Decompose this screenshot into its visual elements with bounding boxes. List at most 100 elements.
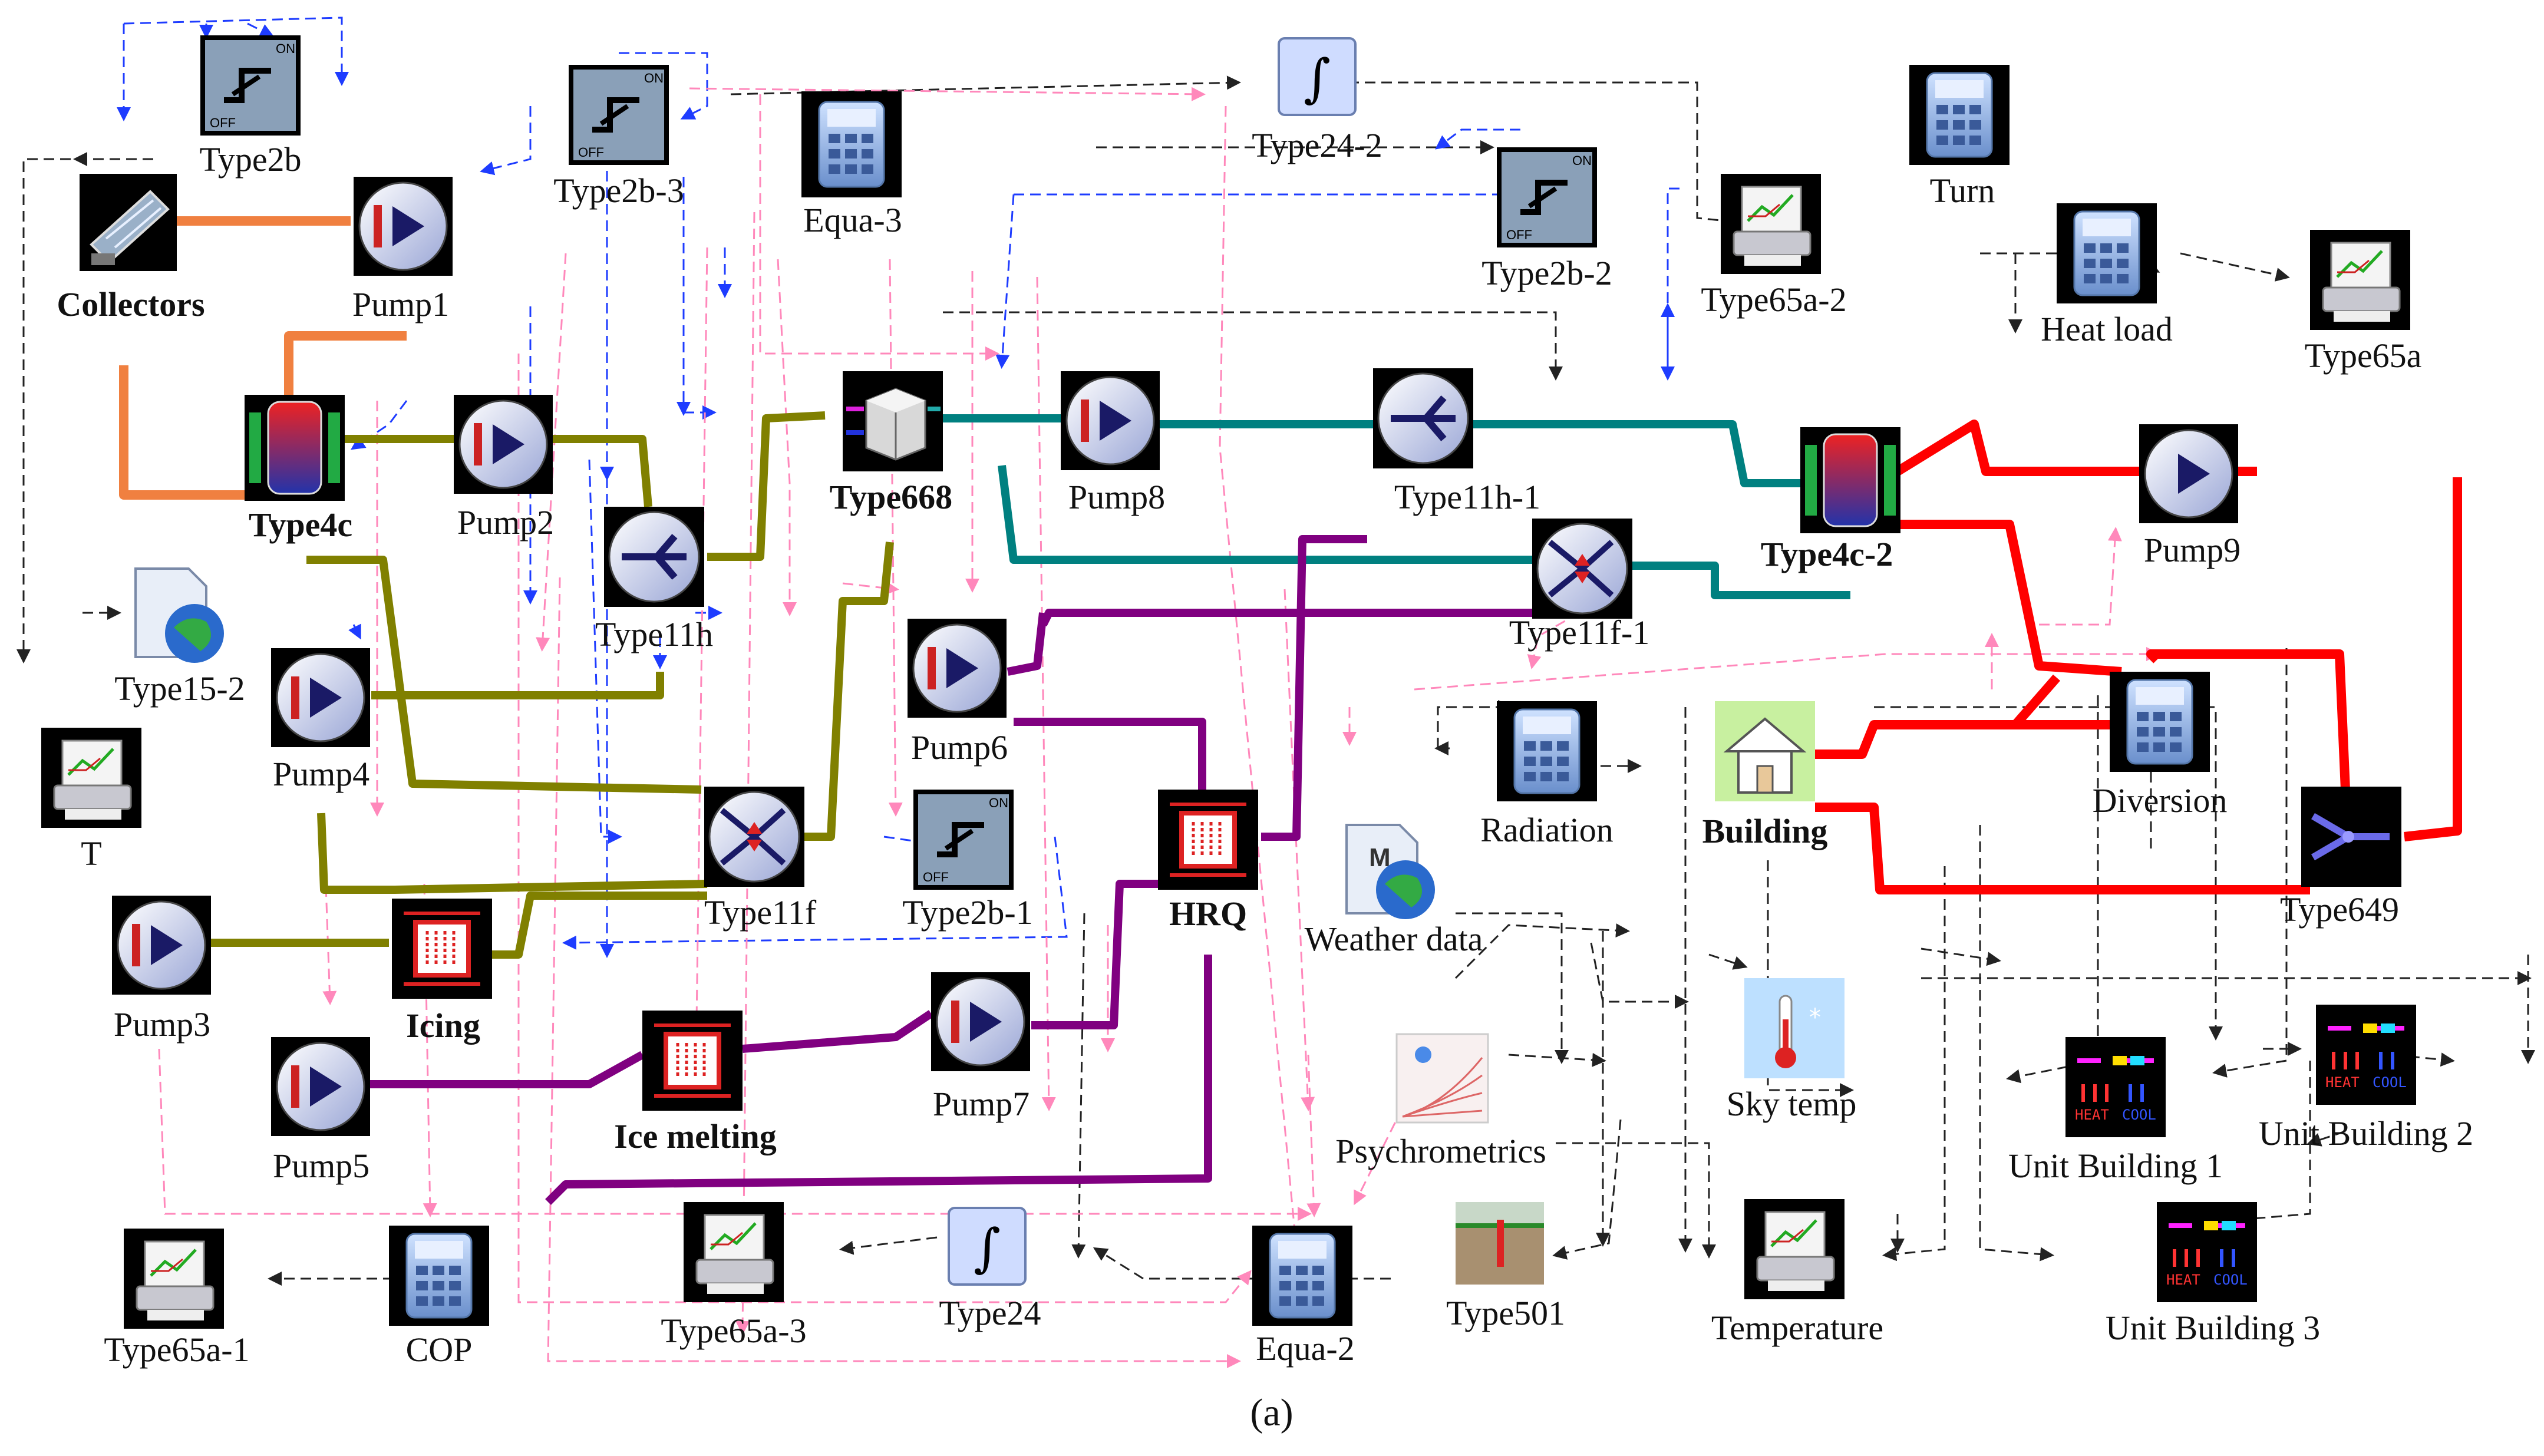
label-icing: Icing: [406, 1006, 480, 1045]
label-hrq: HRQ: [1169, 894, 1248, 933]
type2b-1-controller-icon[interactable]: ON OFF: [913, 790, 1014, 890]
label-cop: COP: [405, 1330, 473, 1369]
type65a-printer-icon[interactable]: [2310, 230, 2410, 330]
label-pump3: Pump3: [113, 1005, 211, 1044]
unit-heat-label: HEAT: [2325, 1074, 2360, 1091]
label-equa-3: Equa-3: [803, 201, 902, 239]
controller-off-label: OFF: [210, 115, 236, 130]
label-building: Building: [1702, 812, 1828, 850]
type4c-tank-icon[interactable]: [245, 395, 345, 501]
label-type11f: Type11f: [704, 893, 817, 932]
label-type65a-3: Type65a-3: [661, 1312, 807, 1350]
label-type2b: Type2b: [199, 140, 302, 179]
pump2-pump-icon[interactable]: [454, 395, 553, 494]
label-type4c-2: Type4c-2: [1760, 535, 1893, 573]
label-type11h-1: Type11h-1: [1394, 478, 1541, 516]
pump6-pump-icon[interactable]: [908, 619, 1007, 718]
label-heat-load: Heat load: [2041, 310, 2173, 348]
label-t: T: [81, 834, 102, 873]
svg-text:*: *: [1809, 1004, 1821, 1031]
radiation-calculator-icon[interactable]: [1497, 701, 1597, 801]
type668-heat-pump-icon[interactable]: [843, 371, 943, 471]
type24-integrator-icon[interactable]: ∫: [948, 1207, 1027, 1286]
type11h-tee-piece-icon[interactable]: [604, 507, 704, 607]
sky-temp-icon[interactable]: *: [1744, 978, 1845, 1078]
label-type15-2: Type15-2: [114, 669, 245, 708]
label-type11f-1: Type11f-1: [1509, 613, 1650, 652]
weather-data-icon[interactable]: M: [1345, 824, 1435, 919]
controller-off-label: OFF: [578, 145, 604, 160]
psychrometrics-icon[interactable]: [1395, 1033, 1489, 1124]
label-sky-temp: Sky temp: [1726, 1085, 1857, 1123]
type65a-1-printer-icon[interactable]: [124, 1229, 224, 1329]
type24-2-integrator-icon[interactable]: ∫: [1278, 37, 1357, 116]
unit-building-3-icon[interactable]: HEAT COOL: [2157, 1202, 2257, 1302]
label-ice-melting: Ice melting: [614, 1117, 777, 1155]
pump3-pump-icon[interactable]: [112, 896, 211, 995]
label-type668: Type668: [829, 478, 953, 516]
label-turn: Turn: [1929, 171, 1995, 210]
type649-mixer-icon[interactable]: [2301, 787, 2401, 887]
controller-on-label: ON: [989, 795, 1008, 810]
building-icon[interactable]: [1715, 701, 1815, 801]
collectors-solar-collector-icon[interactable]: [80, 174, 177, 271]
hrq-heat-exchanger-icon[interactable]: [1158, 790, 1258, 890]
type11h-1-tee-piece-icon[interactable]: [1373, 368, 1473, 468]
unit-building-2-icon[interactable]: HEAT COOL: [2316, 1005, 2416, 1105]
icing-heat-exchanger-icon[interactable]: [392, 899, 492, 999]
type2b-controller-icon[interactable]: ON OFF: [200, 35, 301, 136]
label-unit-building-3: Unit Building 3: [2105, 1309, 2321, 1347]
type65a-2-printer-icon[interactable]: [1721, 174, 1821, 274]
equa-3-calculator-icon[interactable]: [801, 91, 902, 197]
unit-heat-label: HEAT: [2075, 1107, 2109, 1123]
diversion-calculator-icon[interactable]: [2110, 672, 2210, 772]
unit-cool-label: COOL: [2122, 1107, 2156, 1123]
cop-calculator-icon[interactable]: [389, 1226, 489, 1326]
label-type65a-2: Type65a-2: [1701, 280, 1847, 319]
type4c-2-tank-icon[interactable]: [1800, 427, 1900, 533]
label-type2b-3: Type2b-3: [553, 171, 684, 210]
turn-calculator-icon[interactable]: [1909, 65, 2010, 165]
type2b-3-controller-icon[interactable]: ON OFF: [569, 65, 669, 165]
label-pump2: Pump2: [457, 503, 555, 542]
unit-building-1-icon[interactable]: HEAT COOL: [2065, 1037, 2166, 1137]
label-pump5: Pump5: [272, 1147, 370, 1185]
controller-on-label: ON: [276, 41, 295, 56]
type11f-diverter-icon[interactable]: [704, 787, 804, 887]
label-collectors: Collectors: [57, 285, 205, 323]
label-radiation: Radiation: [1480, 811, 1613, 849]
controller-on-label: ON: [1572, 153, 1592, 168]
pump8-pump-icon[interactable]: [1061, 371, 1160, 470]
unit-heat-label: HEAT: [2166, 1272, 2200, 1288]
type15-2-weather-data-icon[interactable]: [134, 567, 224, 663]
label-pump7: Pump7: [932, 1085, 1030, 1123]
pump9-pump-icon[interactable]: [2139, 424, 2238, 523]
unit-cool-label: COOL: [2373, 1074, 2407, 1091]
label-type24-2: Type24-2: [1252, 126, 1382, 164]
signal-lines: [17, 16, 2535, 1368]
label-type65a-1: Type65a-1: [104, 1330, 250, 1369]
equa-2-calculator-icon[interactable]: [1252, 1226, 1352, 1326]
type501-ground-temp-icon[interactable]: [1456, 1202, 1544, 1285]
label-temperature: Temperature: [1711, 1309, 1884, 1347]
type65a-3-printer-icon[interactable]: [684, 1202, 784, 1302]
controller-off-label: OFF: [923, 870, 949, 884]
type2b-2-controller-icon[interactable]: ON OFF: [1497, 147, 1597, 247]
ice-melting-heat-exchanger-icon[interactable]: [642, 1011, 743, 1111]
unit-cool-label: COOL: [2213, 1272, 2248, 1288]
temperature-printer-icon[interactable]: [1744, 1199, 1845, 1299]
pump5-pump-icon[interactable]: [271, 1037, 370, 1136]
label-pump4: Pump4: [272, 755, 370, 793]
label-type501: Type501: [1446, 1294, 1566, 1332]
label-unit-building-1: Unit Building 1: [2008, 1147, 2223, 1185]
heat-load-calculator-icon[interactable]: [2057, 203, 2157, 303]
label-type4c: Type4c: [248, 506, 353, 544]
t-printer-icon[interactable]: [41, 728, 141, 828]
pump1-pump-icon[interactable]: [354, 177, 453, 276]
type11f-1-diverter-icon[interactable]: [1532, 519, 1632, 619]
label-type2b-2: Type2b-2: [1481, 254, 1612, 292]
pump4-pump-icon[interactable]: [271, 648, 370, 747]
label-pump9: Pump9: [2143, 531, 2241, 569]
pump7-pump-icon[interactable]: [931, 972, 1030, 1071]
